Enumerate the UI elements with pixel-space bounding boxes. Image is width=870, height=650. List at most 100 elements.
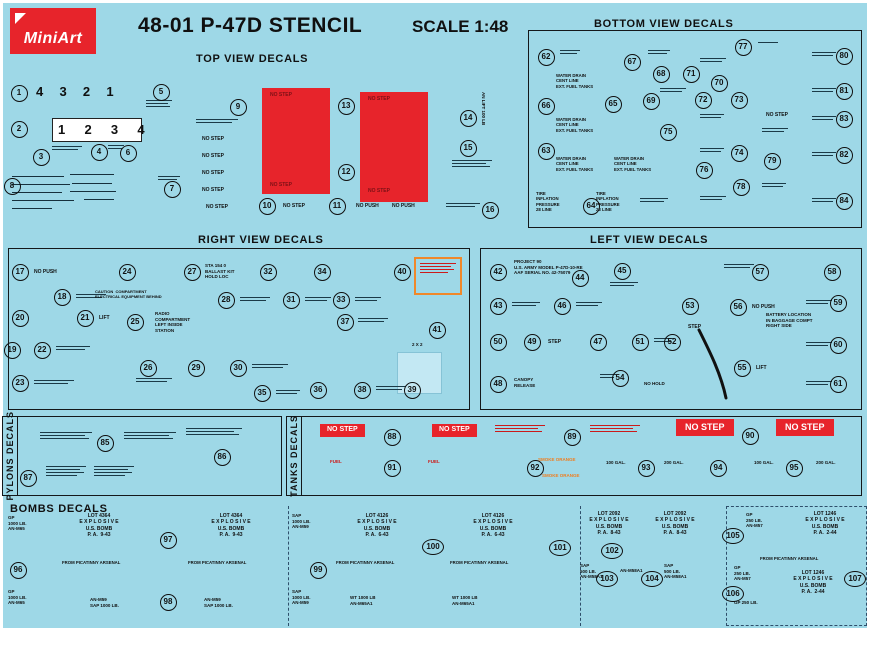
decal-number-11: 11 — [328, 197, 346, 215]
decal-number-52: 52 — [663, 333, 681, 351]
stencil-line — [12, 200, 74, 202]
dashed-divider — [288, 506, 289, 626]
decal-number-10: 10 — [258, 197, 276, 215]
decal-number-40: 40 — [393, 263, 411, 281]
decal-number-39: 39 — [403, 381, 421, 399]
miniart-logo: MiniArt — [10, 8, 96, 54]
decal-number-28: 28 — [217, 291, 235, 309]
stencil-gal: 200 GAL. — [664, 460, 684, 465]
decal-number-61: 61 — [829, 375, 847, 393]
decal-number-77: 77 — [734, 38, 752, 56]
pylons-label-strip: PYLONS DECALS — [2, 411, 18, 501]
decal-number-85: 85 — [96, 434, 114, 452]
decal-number-53: 53 — [681, 297, 699, 315]
decal-number-57: 57 — [751, 263, 769, 281]
logo-text: MiniArt — [23, 30, 83, 47]
decal-number-105: 105 — [722, 527, 744, 544]
decal-number-42: 42 — [489, 263, 507, 281]
stencil-sta: STA 154 0 BALLAST KIT HOLD LOC — [205, 263, 235, 280]
decal-number-90: 90 — [741, 427, 759, 445]
micro-text — [46, 466, 86, 477]
logo-triangle — [15, 13, 26, 24]
walkway-no-step: NO STEP — [368, 188, 390, 194]
decal-number-21: 21 — [76, 309, 94, 327]
right-section-title: RIGHT VIEW DECALS — [198, 234, 324, 246]
decal-number-33: 33 — [332, 291, 350, 309]
shape-rect — [52, 118, 142, 142]
decal-number-6: 6 — [119, 144, 137, 162]
decal-number-34: 34 — [313, 263, 331, 281]
decal-number-81: 81 — [835, 82, 853, 100]
micro-text — [196, 119, 238, 124]
decal-number-56: 56 — [729, 298, 747, 316]
decal-number-94: 94 — [709, 459, 727, 477]
micro-text — [812, 52, 836, 57]
decal-number-1: 1 — [10, 84, 28, 102]
stencil-lift: LIFT — [756, 365, 767, 371]
micro-text — [420, 263, 456, 274]
micro-text — [700, 148, 724, 153]
bomb-lot: LOT 4364 E X P L O S I V E U.S. BOMB P. … — [79, 513, 119, 538]
decal-number-44: 44 — [571, 269, 589, 287]
tanks-section-title: TANKS DECALS — [289, 415, 299, 497]
decal-number-79: 79 — [763, 152, 781, 170]
decal-number-13: 13 — [337, 97, 355, 115]
micro-text — [806, 300, 832, 305]
stencil-water-drain: WATER DRAIN CENT LINE EXT. FUEL TANKS — [556, 73, 594, 89]
stencil-no-step: NO STEP — [202, 136, 224, 142]
bottom-section-title: BOTTOM VIEW DECALS — [594, 18, 734, 30]
stencil-lift: LIFT — [99, 315, 110, 321]
white-box-digits: 1 2 3 4 — [58, 122, 149, 137]
decal-number-84: 84 — [835, 192, 853, 210]
micro-text — [590, 425, 640, 433]
no-step-banner-large: NO STEP — [676, 419, 734, 437]
micro-text — [660, 88, 686, 93]
decal-number-38: 38 — [353, 381, 371, 399]
decal-number-65: 65 — [604, 95, 622, 113]
walkway-no-step: NO STEP — [270, 182, 292, 188]
decal-number-69: 69 — [642, 92, 660, 110]
micro-text — [52, 146, 82, 151]
decal-number-47: 47 — [589, 333, 607, 351]
decal-number-62: 62 — [537, 48, 555, 66]
stencil-line — [12, 176, 64, 178]
bomb-lot: LOT 4126 E X P L O S I V E U.S. BOMB P. … — [357, 513, 397, 538]
decal-number-4: 4 — [90, 143, 108, 161]
stencil-no-push: NO PUSH — [34, 269, 57, 275]
decal-number-102: 102 — [601, 542, 623, 559]
stencil-no-step: NO STEP — [206, 204, 228, 210]
decal-number-19: 19 — [3, 341, 21, 359]
bomb-lot: LOT 4364 E X P L O S I V E U.S. BOMB P. … — [211, 513, 251, 538]
bomb-lot: LOT 2092 E X P L O S I V E U.S. BOMB P. … — [589, 511, 629, 536]
stencil-line — [70, 174, 114, 176]
bomb-mark: SAP 1000 LB. AN-M59 — [292, 513, 311, 530]
decal-number-48: 48 — [489, 375, 507, 393]
decal-number-5: 5 — [152, 83, 170, 101]
bomb-mark: SAP 500 LB. AN-M58A1 — [580, 563, 603, 580]
decal-number-49: 49 — [523, 333, 541, 351]
decal-number-82: 82 — [835, 146, 853, 164]
micro-text — [94, 466, 134, 477]
micro-text — [158, 176, 180, 181]
bomb-arsenal: FROM PICATINNY ARSENAL — [188, 560, 247, 565]
micro-text — [700, 196, 726, 201]
micro-text — [812, 152, 836, 157]
decal-number-37: 37 — [336, 313, 354, 331]
stencil-water-drain: WATER DRAIN CENT LINE EXT. FUEL TANKS — [556, 117, 594, 133]
decal-number-99: 99 — [309, 561, 327, 579]
decal-number-15: 15 — [459, 139, 477, 157]
bomb-mark: SAP 500 LB. AN-M58A1 — [664, 563, 687, 580]
micro-text — [640, 198, 668, 203]
micro-text — [806, 381, 832, 386]
stencil-battery: BATTERY LOCATION IN BAGGAGE COMPT RIGHT … — [766, 312, 813, 329]
stencil-line — [12, 192, 62, 194]
stencil-tire: TIRE INFLATION PRESSURE 28 LINE — [596, 191, 620, 213]
micro-text — [240, 297, 270, 302]
decal-number-80: 80 — [835, 47, 853, 65]
micro-text — [724, 264, 754, 269]
decal-number-51: 51 — [631, 333, 649, 351]
no-step-banner: NO STEP — [320, 424, 365, 437]
red-walkway-rect — [262, 88, 330, 194]
micro-text — [136, 378, 172, 383]
